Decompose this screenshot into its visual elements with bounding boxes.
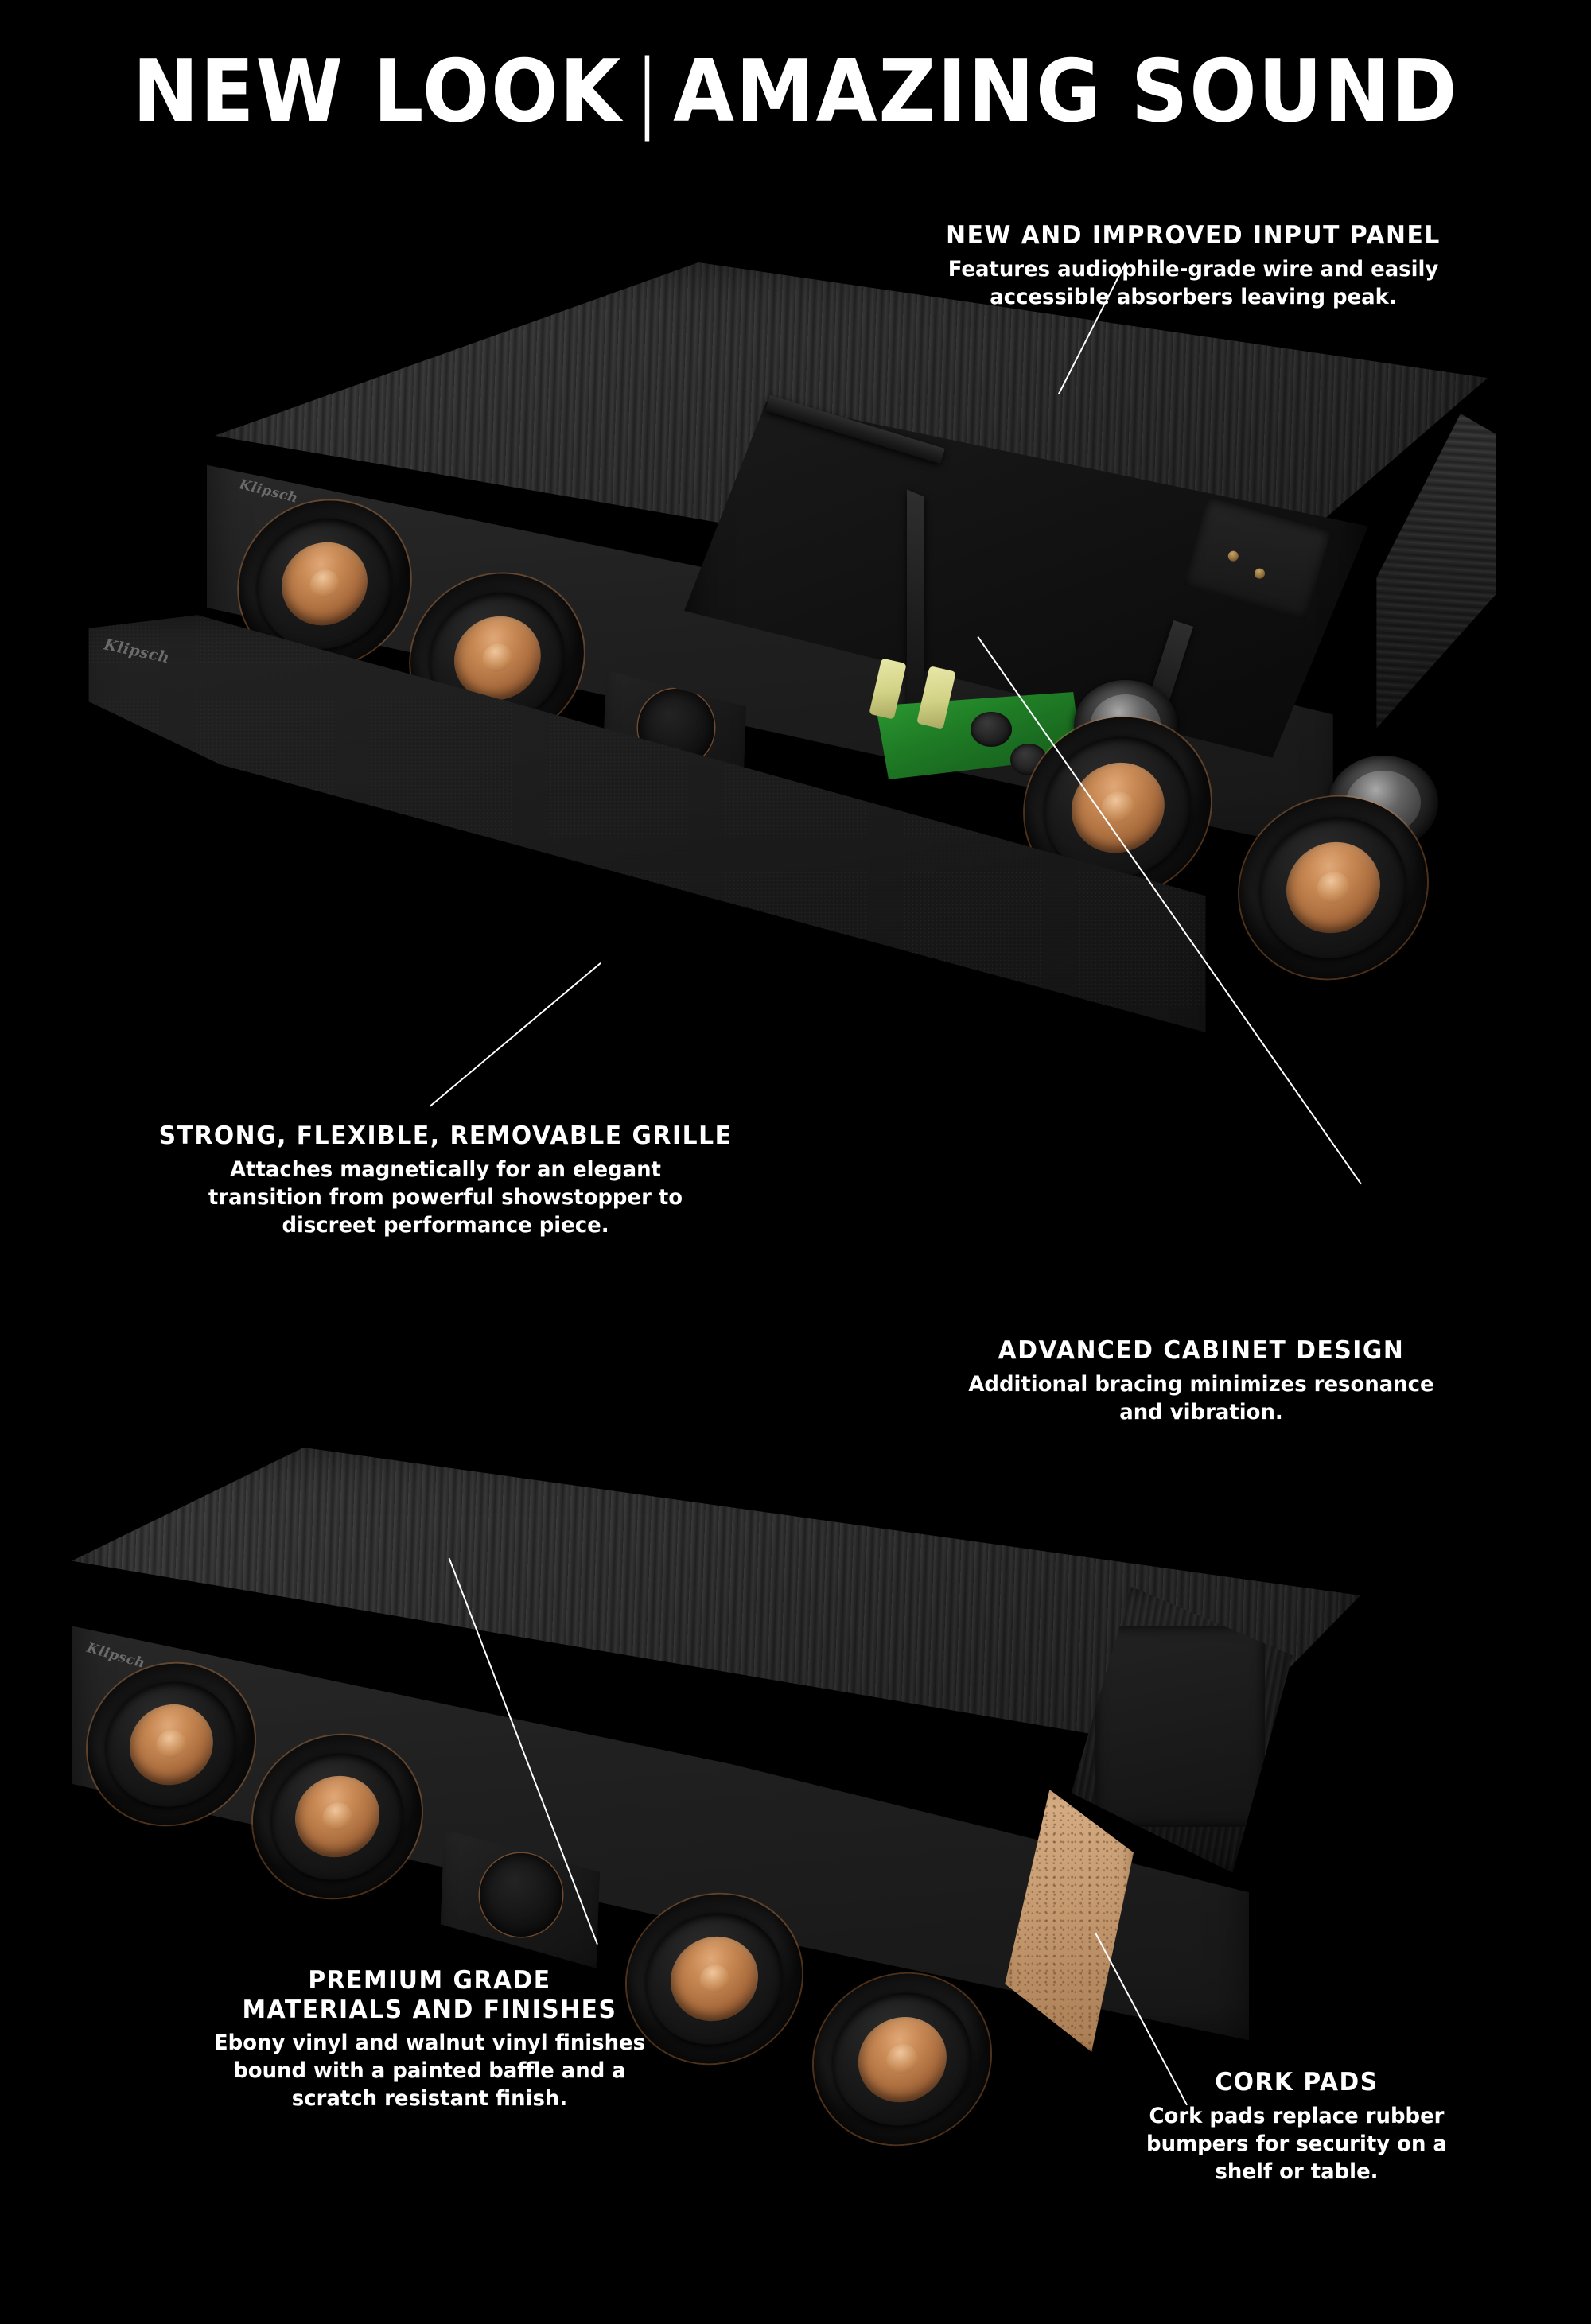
headline-separator: | <box>640 42 655 142</box>
callout-materials-body: Ebony vinyl and walnut vinyl finishes bo… <box>213 2031 646 2112</box>
callout-grille: STRONG, FLEXIBLE, REMOVABLE GRILLE Attac… <box>48 1121 843 1239</box>
callout-input-panel: NEW AND IMPROVED INPUT PANEL Features au… <box>811 221 1575 311</box>
callout-materials-heading: PREMIUM GRADE MATERIALS AND FINISHES <box>242 1966 617 2024</box>
crossover-inductor-1 <box>971 712 1012 747</box>
woofer-bottom-4 <box>793 1957 1011 2161</box>
binding-post-positive <box>1227 550 1240 563</box>
callout-cabinet-body: Additional bracing minimizes resonance a… <box>968 1371 1434 1424</box>
internal-brace-cross <box>907 489 924 728</box>
callout-input-panel-body: Features audiophile-grade wire and easil… <box>947 256 1439 309</box>
end-cap-recess <box>1094 1626 1266 1828</box>
callout-grille-heading: STRONG, FLEXIBLE, REMOVABLE GRILLE <box>158 1121 733 1150</box>
callout-cork-pads: CORK PADS Cork pads replace rubber bumpe… <box>1034 2068 1559 2186</box>
callout-input-panel-heading: NEW AND IMPROVED INPUT PANEL <box>946 221 1441 250</box>
callout-cork-pads-heading: CORK PADS <box>1215 2068 1379 2097</box>
solid-speaker: Klipsch <box>68 1448 1456 2163</box>
binding-post-negative <box>1253 567 1266 581</box>
cutaway-speaker: Klipsch <box>207 247 1496 1058</box>
callout-cabinet: ADVANCED CABINET DESIGN Additional braci… <box>835 1336 1567 1426</box>
headline-left: NEW LOOK <box>132 42 623 142</box>
callout-materials: PREMIUM GRADE MATERIALS AND FINISHES Ebo… <box>56 1966 803 2112</box>
cork-pad-strip <box>1005 1790 1134 2052</box>
callout-grille-body: Attaches magnetically for an elegant tra… <box>208 1156 683 1238</box>
headline-right: AMAZING SOUND <box>673 42 1459 142</box>
page-title: NEW LOOK|AMAZING SOUND <box>64 49 1527 135</box>
horn-throat <box>479 1852 563 1937</box>
callout-cork-pads-body: Cork pads replace rubber bumpers for sec… <box>1146 2103 1447 2184</box>
callout-cabinet-heading: ADVANCED CABINET DESIGN <box>998 1336 1405 1365</box>
